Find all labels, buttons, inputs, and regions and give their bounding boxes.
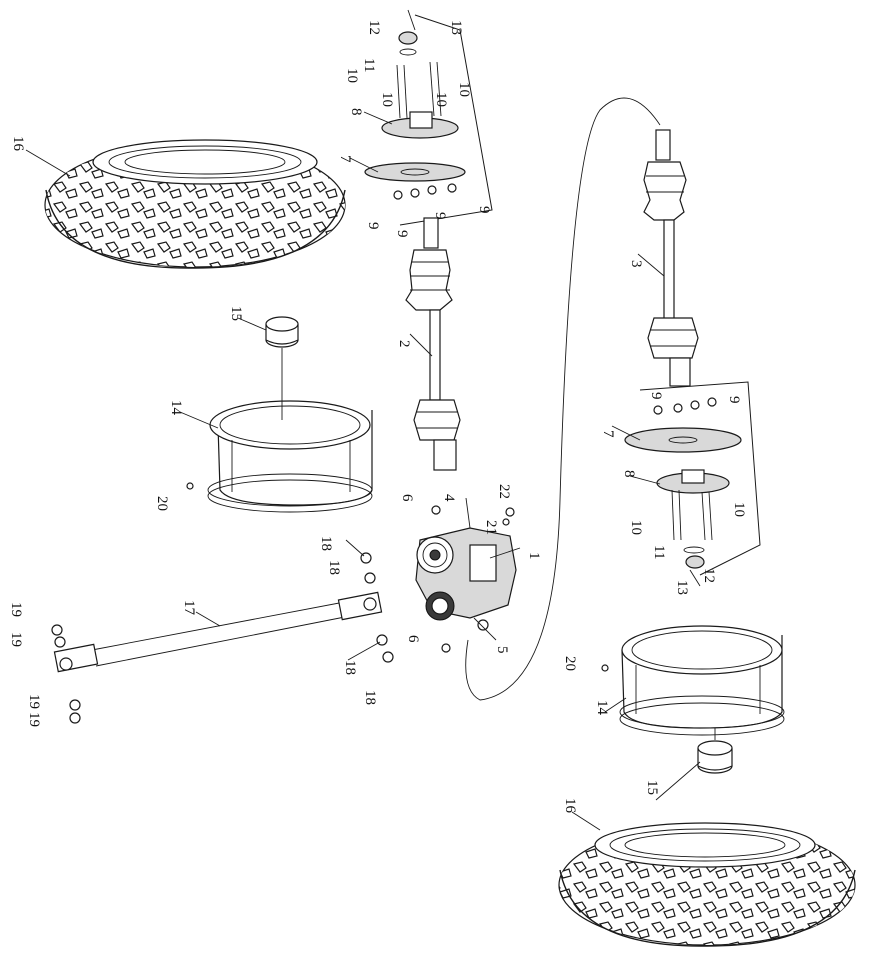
callout-c2: 2 [396,340,412,348]
callout-c9b: 9 [394,230,410,238]
callout-c13a: 13 [448,20,464,35]
callout-c10e: 10 [628,520,644,535]
callout-c10f: 10 [731,502,747,517]
callout-c16a: 16 [10,136,26,152]
callout-c21: 21 [483,520,499,535]
wheel-rim-left [207,400,373,513]
callout-c9e: 9 [648,392,664,400]
callout-c18c: 18 [342,660,358,675]
fasteners [51,482,609,724]
callout-c18b: 18 [326,560,342,575]
callout-c13b: 13 [674,580,690,595]
callout-c3: 3 [628,260,644,268]
callout-c6b: 6 [405,635,421,643]
callout-c15a: 15 [228,306,244,321]
propeller-shaft [53,591,383,673]
callout-c9a: 9 [365,222,381,230]
callout-c4: 4 [441,494,457,502]
callout-c14a: 14 [168,400,184,416]
callout-c22: 22 [496,484,512,499]
hub-cap-left [265,316,299,420]
callout-c10b: 10 [379,92,395,107]
callout-c5: 5 [494,646,510,654]
callout-c8b: 8 [621,470,637,478]
callout-c10a: 10 [344,68,360,83]
callout-c14b: 14 [594,700,610,716]
callout-c10c: 10 [433,92,449,107]
callout-c8a: 8 [348,108,364,116]
callout-c1: 1 [526,552,542,560]
half-shaft-left [405,217,461,471]
callout-c19c: 19 [26,694,42,709]
callout-c15b: 15 [644,780,660,795]
callout-c9c: 9 [432,212,448,220]
callout-c12b: 12 [701,568,717,583]
tire-lower-right [558,822,856,947]
callout-c6a: 6 [399,494,415,502]
tire-upper-left [44,139,346,269]
callout-c12a: 12 [366,20,382,35]
wheel-rim-right [619,625,785,736]
half-shaft-right [643,129,699,387]
front-differential [415,497,517,653]
callout-c9f: 9 [726,396,742,404]
callout-c16b: 16 [562,798,578,814]
lower-hub-assembly [624,381,761,587]
boot-hose [465,97,661,701]
callout-c7a: 7 [337,155,353,163]
callout-c11b: 11 [651,545,667,559]
callout-c18a: 18 [318,536,334,551]
callout-c20b: 20 [562,656,578,671]
upper-hub-assembly [364,9,493,226]
callout-c9d: 9 [476,206,492,214]
hub-cap-right [697,728,733,774]
callout-c19d: 19 [26,712,42,727]
callout-c10d: 10 [456,82,472,97]
callout-c7b: 7 [600,430,616,438]
callout-c19a: 19 [8,602,24,617]
leader-lines [25,111,701,831]
callout-c18d: 18 [362,690,378,705]
callout-c11a: 11 [361,58,377,72]
callout-c20a: 20 [154,496,170,511]
callout-c19b: 19 [8,632,24,647]
callout-c17: 17 [181,600,197,616]
